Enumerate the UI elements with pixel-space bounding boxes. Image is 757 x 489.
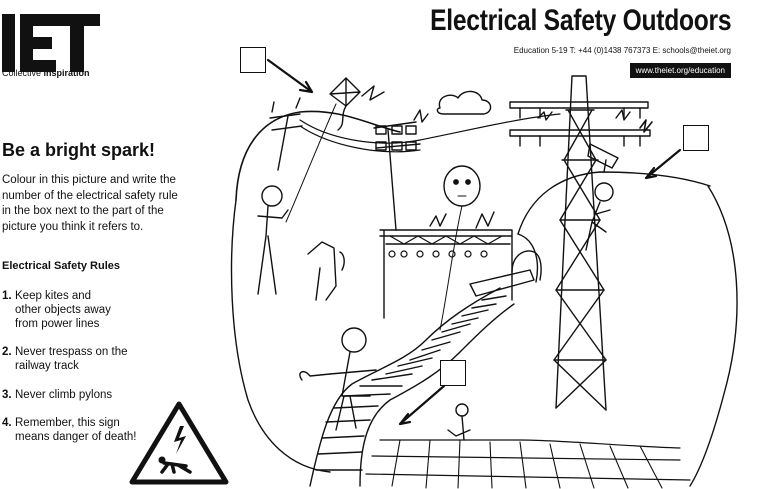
answer-box-kite[interactable] — [240, 47, 266, 73]
website-link[interactable]: www.theiet.org/education — [629, 63, 731, 78]
rule-1: 1. Keep kites and other objects away fro… — [2, 289, 111, 331]
rule-2: 2. Never trespass on the railway track — [2, 345, 128, 373]
danger-of-death-sign-icon — [129, 401, 229, 485]
headline: Be a bright spark! — [2, 140, 156, 160]
logo-tagline: Collective inspiration — [2, 68, 90, 78]
answer-box-pylon[interactable] — [683, 125, 709, 151]
iet-logo — [2, 14, 100, 72]
rule-number: 4. — [2, 417, 12, 429]
rule-text: Never trespass on the railway track — [15, 346, 128, 372]
rule-text: Never climb pylons — [15, 389, 113, 401]
rule-number: 3. — [2, 389, 12, 401]
page-title: Electrical Safety Outdoors — [429, 4, 731, 37]
rule-text: Remember, this sign means danger of deat… — [15, 417, 137, 443]
rules-heading: Electrical Safety Rules — [2, 260, 121, 272]
contact-details: Education 5-19 T: +44 (0)1438 767373 E: … — [513, 46, 731, 55]
instructions-text: Colour in this picture and write the num… — [2, 174, 178, 233]
rule-text: Keep kites and other objects away from p… — [15, 290, 111, 330]
rule-3: 3. Never climb pylons — [2, 388, 112, 402]
rule-4: 4. Remember, this sign means danger of d… — [2, 416, 136, 444]
rule-number: 1. — [2, 290, 12, 302]
rule-number: 2. — [2, 346, 12, 358]
answer-box-railway[interactable] — [440, 360, 466, 386]
